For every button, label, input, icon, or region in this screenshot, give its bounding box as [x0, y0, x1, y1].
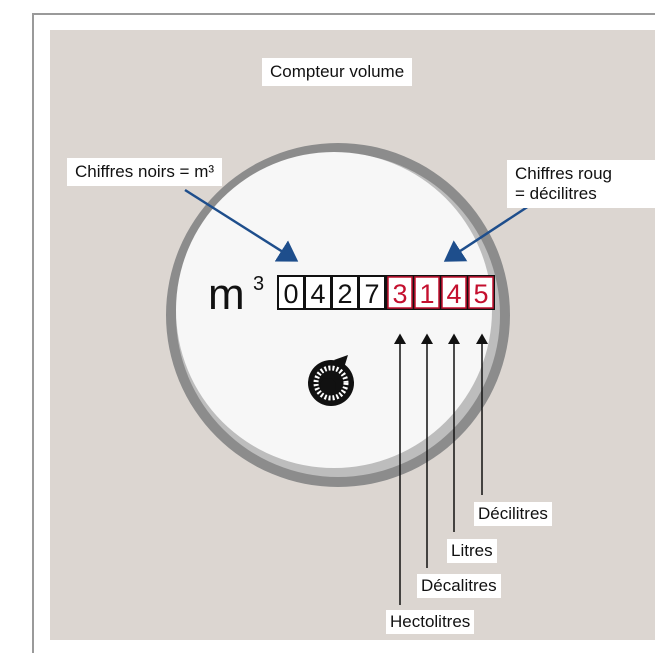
red-digits-label-line1: Chiffres roug [515, 164, 613, 183]
red-digit-box [414, 276, 440, 309]
black-digit: 0 [283, 279, 298, 309]
red-digits-arrow [443, 200, 536, 262]
flow-dial-icon [308, 355, 354, 406]
red-digits-label: Chiffres roug = décilitres [507, 160, 655, 208]
diagram-title: Compteur volume [262, 58, 413, 86]
black-digit-box [333, 277, 357, 308]
red-digits-label-line2: = décilitres [515, 184, 597, 203]
flow-dial-hub [320, 378, 336, 394]
decilitres-label: Décilitres [474, 502, 552, 526]
black-digit-box [279, 277, 303, 308]
figure-frame [32, 13, 655, 653]
red-digit: 3 [392, 279, 407, 309]
red-digit-box [441, 276, 467, 309]
unit-m: m [208, 270, 245, 319]
red-digit-box [468, 276, 494, 309]
red-digit: 5 [473, 279, 488, 309]
flow-dial-notch [334, 355, 348, 368]
red-digit-counter: 3 1 4 5 [385, 275, 495, 310]
black-digits-label: Chiffres noirs = m³ [67, 158, 223, 186]
hectolitres-label: Hectolitres [386, 610, 475, 634]
black-digits-arrow [184, 188, 299, 262]
unit-exponent: 3 [253, 273, 264, 295]
black-digit-box [360, 277, 384, 308]
red-digit: 1 [419, 279, 434, 309]
decalitres-label: Décalitres [417, 574, 501, 598]
black-digit: 2 [337, 279, 352, 309]
flow-dial-gear [313, 365, 349, 401]
red-digit: 4 [446, 279, 461, 309]
black-digit-counter: 0 4 2 7 [277, 275, 385, 310]
black-digit-box [306, 277, 330, 308]
black-digit: 7 [364, 279, 379, 309]
litres-label: Litres [447, 539, 497, 563]
black-digit: 4 [310, 279, 325, 309]
red-digit-box [387, 276, 413, 309]
